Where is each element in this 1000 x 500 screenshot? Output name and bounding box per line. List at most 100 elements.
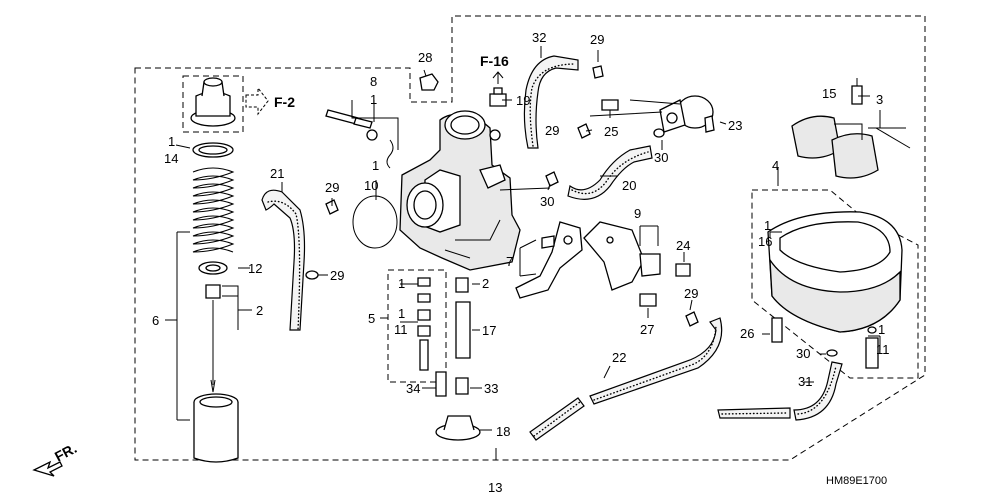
callout-19: 19: [516, 93, 530, 108]
clamp-29-mid: [577, 123, 591, 139]
f2-arrow-icon: [245, 86, 269, 116]
spring: [192, 167, 235, 253]
callout-2-mid: 2: [482, 276, 489, 291]
callout-22: 22: [612, 350, 626, 365]
callout-labels: 1 14 12 2 6 21 29 29 1 10 8 1 28 32 29 1…: [152, 30, 890, 495]
callout-9: 9: [634, 206, 641, 221]
callout-2: 2: [256, 303, 263, 318]
hose-22: [529, 317, 723, 441]
callout-1-right: 1: [878, 322, 885, 337]
ref-f16: F-16: [480, 53, 509, 69]
drain-cap: [435, 415, 481, 441]
callout-30-right: 30: [796, 346, 810, 361]
callout-1-float: 1: [764, 218, 771, 233]
clamp-left: [325, 199, 339, 215]
screw-26: [771, 317, 783, 343]
main-jet: [455, 377, 469, 395]
callout-26: 26: [740, 326, 754, 341]
callout-1-jet2: 1: [398, 306, 405, 321]
float-pin: [875, 127, 911, 149]
needle-clip: [205, 284, 221, 299]
callout-34: 34: [406, 381, 420, 396]
cap-group-boundary: [182, 75, 244, 133]
callout-11-right: 11: [876, 342, 890, 357]
callout-32: 32: [532, 30, 546, 45]
bolt-24: [675, 263, 691, 277]
clamp-30-right: [826, 349, 838, 357]
nut-28: [419, 73, 439, 91]
top-cap: [190, 77, 236, 127]
callout-29-right: 29: [684, 286, 698, 301]
throttle-valve: [193, 393, 239, 463]
gasket: [352, 195, 398, 249]
callout-20: 20: [622, 178, 636, 193]
float: [791, 115, 879, 179]
front-label: FR.: [52, 440, 79, 465]
callout-8: 8: [370, 74, 377, 89]
callout-10: 10: [364, 178, 378, 193]
callout-1-top: 1: [370, 92, 377, 107]
callout-29-mid: 29: [545, 123, 559, 138]
callout-5: 5: [368, 311, 375, 326]
hose-20: [567, 145, 653, 200]
pilot-screw: [325, 109, 394, 169]
float-valve: [851, 85, 863, 105]
callout-6: 6: [152, 313, 159, 328]
callout-30-mid: 30: [540, 194, 554, 209]
f16-arrow-icon: [492, 71, 504, 84]
jet-group-boundary: [387, 269, 447, 383]
clamp-lower: [305, 270, 319, 280]
fuel-valve: [659, 95, 715, 133]
callout-12: 12: [248, 261, 262, 276]
callout-30-top: 30: [654, 150, 668, 165]
callout-31: 31: [798, 374, 812, 389]
callout-15: 15: [822, 86, 836, 101]
float-chamber-boundary: [751, 189, 919, 379]
callout-23: 23: [728, 118, 742, 133]
callout-18: 18: [496, 424, 510, 439]
callout-1-left: 1: [372, 158, 379, 173]
float-chamber: [767, 211, 903, 333]
clamp-30-mid: [545, 171, 559, 187]
callout-3: 3: [876, 92, 883, 107]
diagram-code: HM89E1700: [826, 475, 887, 487]
callout-1-jet: 1: [398, 276, 405, 291]
callout-7: 7: [506, 254, 513, 269]
jet-stack: [417, 277, 431, 371]
hose-31: [717, 361, 843, 421]
callout-24: 24: [676, 238, 690, 253]
clamp-29-right: [685, 311, 699, 327]
throttle-arm: [515, 221, 583, 299]
bolt-25: [601, 99, 619, 111]
needle-jet: [455, 301, 471, 359]
callout-21: 21: [270, 166, 284, 181]
callout-33: 33: [484, 381, 498, 396]
bolt-27: [639, 293, 657, 307]
callout-29-top: 29: [590, 32, 604, 47]
front-arrow-icon: [32, 460, 63, 477]
bracket-6: [165, 231, 190, 421]
assembly-boundary: [134, 15, 926, 461]
callout-28: 28: [418, 50, 432, 65]
callout-25: 25: [604, 124, 618, 139]
jet-2: [455, 277, 469, 293]
hose-21: [261, 189, 306, 331]
callout-14: 14: [164, 151, 178, 166]
slow-jet: [435, 371, 447, 397]
callout-13: 13: [488, 480, 502, 495]
callout-29-left: 29: [325, 180, 339, 195]
clamp-30: [653, 128, 665, 138]
leader-lines: [175, 46, 906, 460]
callout-27: 27: [640, 322, 654, 337]
cable-bracket: [583, 221, 661, 291]
ref-f2: F-2: [274, 94, 295, 110]
carburetor-body: [399, 110, 521, 271]
callout-17: 17: [482, 323, 496, 338]
drain-screw: [865, 337, 879, 369]
callout-29-lower: 29: [330, 268, 344, 283]
callout-4: 4: [772, 158, 779, 173]
callout-16: 16: [758, 234, 772, 249]
callout-11: 11: [394, 322, 408, 337]
